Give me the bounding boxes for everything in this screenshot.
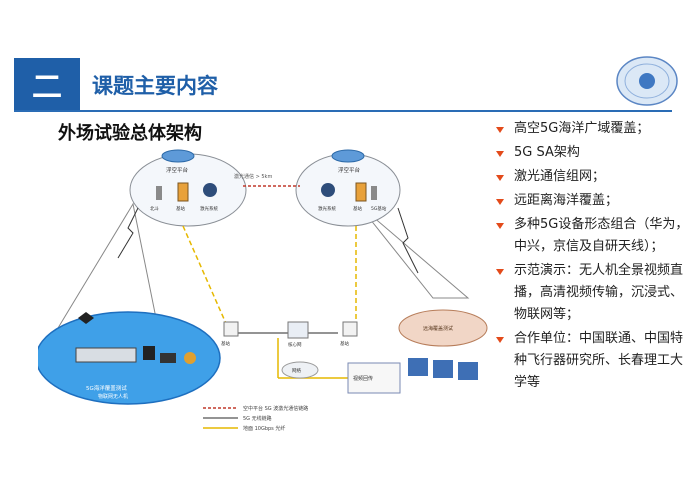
- node-label: 激光系统: [200, 205, 218, 212]
- bullet-marker-icon: [496, 151, 504, 157]
- legend-item: 地面 10Gbps 光纤: [243, 425, 285, 432]
- architecture-diagram: 浮空平台 浮空平台 激光通信 > 5km 北斗 基站 激光系统 激光系统 基站 …: [38, 149, 488, 432]
- wireless-link: [397, 207, 419, 274]
- core-label: 基站: [340, 340, 349, 347]
- drone-icon: [78, 312, 94, 324]
- section-title: 课题主要内容: [92, 74, 218, 98]
- ship-icon: [75, 347, 137, 363]
- laser-terminal-icon: [321, 183, 335, 197]
- legend-item: 空中平台 SG 波激光通信链路: [243, 405, 308, 412]
- antenna-icon: [371, 186, 377, 200]
- airship-label-right: 浮空平台: [338, 166, 361, 174]
- antenna-icon: [156, 186, 162, 200]
- base-station-icon: [177, 182, 189, 202]
- airship-icon: [331, 149, 365, 163]
- bullet-marker-icon: [496, 269, 504, 275]
- bullet-list: 高空5G海洋广域覆盖； 5G SA架构 激光通信组网； 远距离海洋覆盖； 多种5…: [494, 118, 692, 396]
- bullet-item: 激光通信组网；: [494, 166, 692, 188]
- bullet-item: 5G SA架构: [494, 142, 692, 164]
- ground-box-label: 视频回传: [353, 375, 373, 382]
- coverage-cone-left: [57, 202, 159, 329]
- core-label: 基站: [221, 340, 230, 347]
- platform-circle-right: [295, 153, 401, 227]
- monitor-icon: [408, 358, 428, 376]
- coverage-cone-right: [357, 203, 470, 299]
- node-label: 基站: [353, 205, 362, 212]
- title-divider: [14, 110, 672, 112]
- base-station-icon: [355, 182, 367, 202]
- institution-logo: [616, 56, 678, 106]
- section-number: 二: [14, 58, 80, 110]
- laser-terminal-icon: [203, 183, 217, 197]
- vr-icon: [184, 352, 196, 364]
- core-node-left: [223, 321, 239, 337]
- left-zone-title: 5G海洋覆盖测试: [86, 384, 127, 392]
- bullet-marker-icon: [496, 337, 504, 343]
- core-node-right: [342, 321, 358, 337]
- monitor-icon: [433, 360, 453, 378]
- device-icon: [143, 346, 155, 360]
- node-label: 北斗: [150, 205, 159, 212]
- node-label: 激光系统: [318, 205, 336, 212]
- core-node-center: [287, 321, 309, 339]
- node-label: 基站: [176, 205, 185, 212]
- laser-link-label: 激光通信 > 5km: [234, 173, 272, 180]
- ground-station-box: [347, 362, 401, 394]
- node-label: 5G基站: [371, 205, 387, 212]
- bullet-marker-icon: [496, 223, 504, 229]
- bullet-marker-icon: [496, 175, 504, 181]
- airship-icon: [161, 149, 195, 163]
- bullet-item: 合作单位：中国联通、中国特种飞行器研究所、长春理工大学等: [494, 328, 692, 394]
- bullet-item: 远距离海洋覆盖；: [494, 190, 692, 212]
- coverage-zone-right: [398, 309, 488, 347]
- wireless-link: [117, 207, 139, 259]
- fiber-link: [182, 225, 229, 329]
- laptop-icon: [160, 353, 176, 363]
- bullet-item: 多种5G设备形态组合（华为，中兴，京信及自研天线）；: [494, 214, 692, 258]
- right-zone-label: 远海覆盖测试: [423, 325, 453, 332]
- bullet-item: 高空5G海洋广域覆盖；: [494, 118, 692, 140]
- airship-label-left: 浮空平台: [166, 166, 189, 174]
- core-label: 核心网: [288, 341, 302, 348]
- network-cloud: [281, 361, 319, 379]
- legend-item: 5G 无线链路: [243, 415, 272, 422]
- bullet-marker-icon: [496, 127, 504, 133]
- cloud-label: 网络: [292, 367, 301, 374]
- bullet-marker-icon: [496, 199, 504, 205]
- left-zone-subtitle: 物联网无人机: [98, 393, 128, 400]
- bullet-item: 示范演示：无人机全景视频直播，高清视频传输，沉浸式、物联网等；: [494, 260, 692, 326]
- monitor-icon: [458, 362, 478, 380]
- slide-heading: 外场试验总体架构: [58, 123, 202, 144]
